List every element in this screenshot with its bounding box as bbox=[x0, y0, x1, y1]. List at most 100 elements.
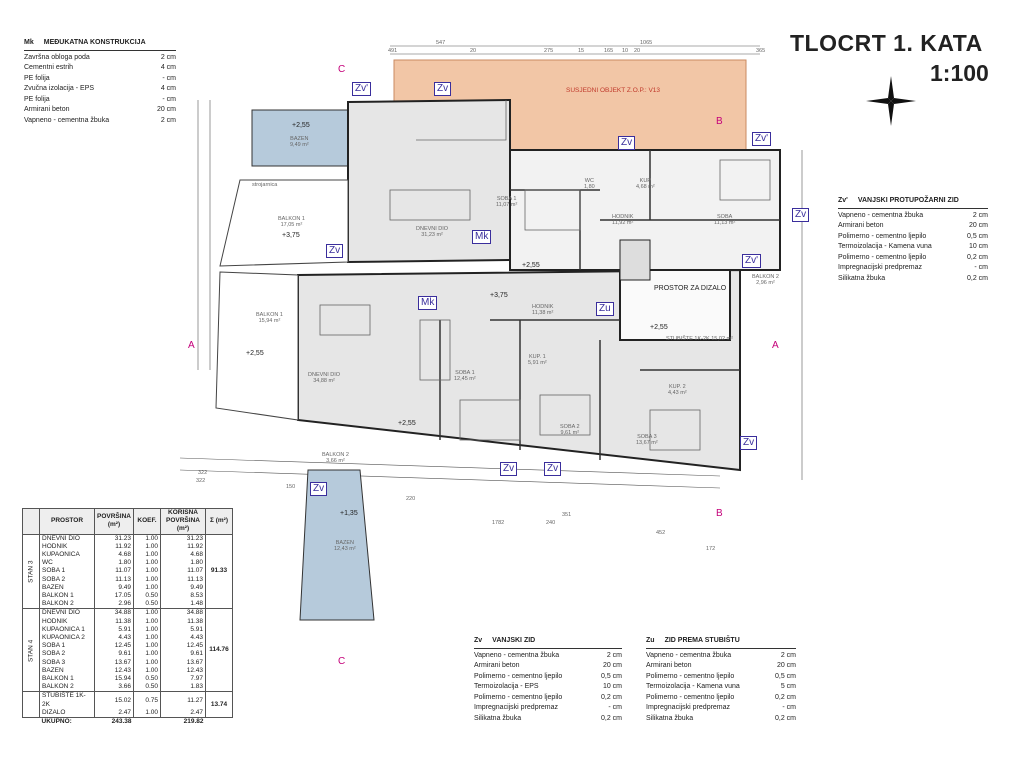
layer-name: Armirani beton bbox=[646, 662, 692, 669]
zu-name: ZID PREMA STUBIŠTU bbox=[664, 637, 740, 644]
layer-thickness: 0,5 cm bbox=[600, 672, 622, 680]
room-label: KUP. 1 5,91 m² bbox=[528, 354, 547, 366]
area-cell: 5.91 bbox=[160, 625, 206, 635]
dimension-label: 20 bbox=[470, 48, 477, 54]
layer-thickness: 4 cm bbox=[160, 85, 176, 92]
section-marker: A bbox=[772, 340, 779, 351]
area-cell: BALKON 1 bbox=[39, 675, 95, 684]
section-marker: B bbox=[716, 116, 723, 127]
area-cell: BAZEN bbox=[39, 666, 95, 676]
area-cell: STUBIŠTE 1K-2K bbox=[39, 691, 95, 709]
zv_table-row: Impregnacijski predpremaz- cm bbox=[474, 703, 622, 714]
area-cell: HODNIK bbox=[39, 542, 95, 552]
layer-thickness: - cm bbox=[974, 264, 988, 271]
level-mark: +2,55 bbox=[522, 262, 540, 269]
level-mark: +2,55 bbox=[246, 350, 264, 357]
wall-type-tag: Zv bbox=[500, 462, 518, 476]
layer-thickness: - cm bbox=[162, 74, 176, 82]
layer-name: Zvučna izolacija - EPS bbox=[24, 85, 95, 92]
area-cell: 1.80 bbox=[160, 559, 206, 568]
layer-name: Armirani beton bbox=[838, 222, 884, 229]
area-cell: BAZEN bbox=[39, 583, 95, 593]
area-cell: 9.61 bbox=[94, 650, 134, 659]
group-name bbox=[22, 691, 40, 718]
area-cell: 1.00 bbox=[133, 567, 161, 576]
area-cell: 2.96 bbox=[94, 600, 134, 610]
wall-type-tag: Zv bbox=[740, 436, 758, 450]
layer-name: Polimerno - cementno ljepilo bbox=[838, 253, 927, 261]
area-cell: 0.50 bbox=[133, 600, 161, 610]
area-cell: 1.00 bbox=[133, 608, 161, 618]
area-cell: 9.49 bbox=[160, 583, 206, 593]
room-label: SOBA 1 11,07 m² bbox=[496, 196, 518, 208]
group-sum: 114.76 bbox=[205, 608, 233, 693]
area-cell: 1.00 bbox=[133, 534, 161, 543]
area-cell: 4.68 bbox=[94, 551, 134, 560]
area-header: PROSTOR bbox=[39, 508, 95, 535]
dimension-label: 365 bbox=[756, 48, 766, 54]
rooms-stan-3 bbox=[509, 149, 781, 271]
area-cell: 1.00 bbox=[133, 658, 161, 667]
area-cell: 11.07 bbox=[94, 567, 134, 576]
area-cell: 1.00 bbox=[133, 583, 161, 593]
room-label: SOBA 2 9,61 m² bbox=[560, 424, 580, 436]
area-cell: 8.53 bbox=[160, 592, 206, 601]
room-label: SOBA 1 12,45 m² bbox=[454, 370, 476, 382]
layer-name: Termoizolacija - Kamena vuna bbox=[838, 243, 932, 250]
section-marker: C bbox=[338, 656, 346, 667]
wall-type-tag: Zv bbox=[326, 244, 344, 258]
area-cell: 2.47 bbox=[160, 708, 206, 719]
area-cell: 11.13 bbox=[160, 575, 206, 584]
layer-name: Polimerno - cementno ljepilo bbox=[646, 672, 735, 680]
dimension-label: 491 bbox=[388, 48, 398, 54]
floor-plan bbox=[180, 45, 803, 621]
zv_fire_table-row: Impregnacijski predpremaz - cm bbox=[838, 263, 988, 274]
room-label: HODNIK 11,38 m² bbox=[532, 304, 554, 316]
area-cell: 2.47 bbox=[94, 708, 134, 719]
area-cell: KUPAONICA 2 bbox=[39, 634, 95, 643]
level-mark: +3,75 bbox=[490, 292, 508, 299]
wall-type-tag: Zu bbox=[596, 302, 614, 316]
layer-thickness: 0,2 cm bbox=[774, 714, 796, 722]
strojarnica-label: strojarnica bbox=[252, 182, 278, 188]
area-cell: 1.00 bbox=[133, 666, 161, 676]
area-cell: WC bbox=[39, 559, 95, 568]
layer-thickness: 5 cm bbox=[780, 683, 796, 690]
area-header: KOEF. bbox=[133, 508, 161, 535]
total-label: UKUPNO: bbox=[41, 718, 72, 726]
area-cell: 1.00 bbox=[133, 650, 161, 659]
dimension-label: 165 bbox=[604, 48, 614, 54]
zu-code: Zu bbox=[646, 637, 655, 644]
layer-name: Impregnacijski predpremaz bbox=[838, 264, 923, 271]
area-cell: HODNIK bbox=[39, 617, 95, 626]
area-cell: BALKON 1 bbox=[39, 592, 95, 601]
mk_table-row: PE folija- cm bbox=[24, 95, 176, 106]
level-mark: +2,55 bbox=[398, 420, 416, 427]
area-cell: SOBA 3 bbox=[39, 658, 95, 667]
zv-name: VANJSKI ZID bbox=[492, 637, 536, 644]
drawing-scale: 1:100 bbox=[930, 60, 989, 86]
dimension-label: 240 bbox=[546, 520, 556, 526]
layer-thickness: 0,2 cm bbox=[774, 693, 796, 701]
